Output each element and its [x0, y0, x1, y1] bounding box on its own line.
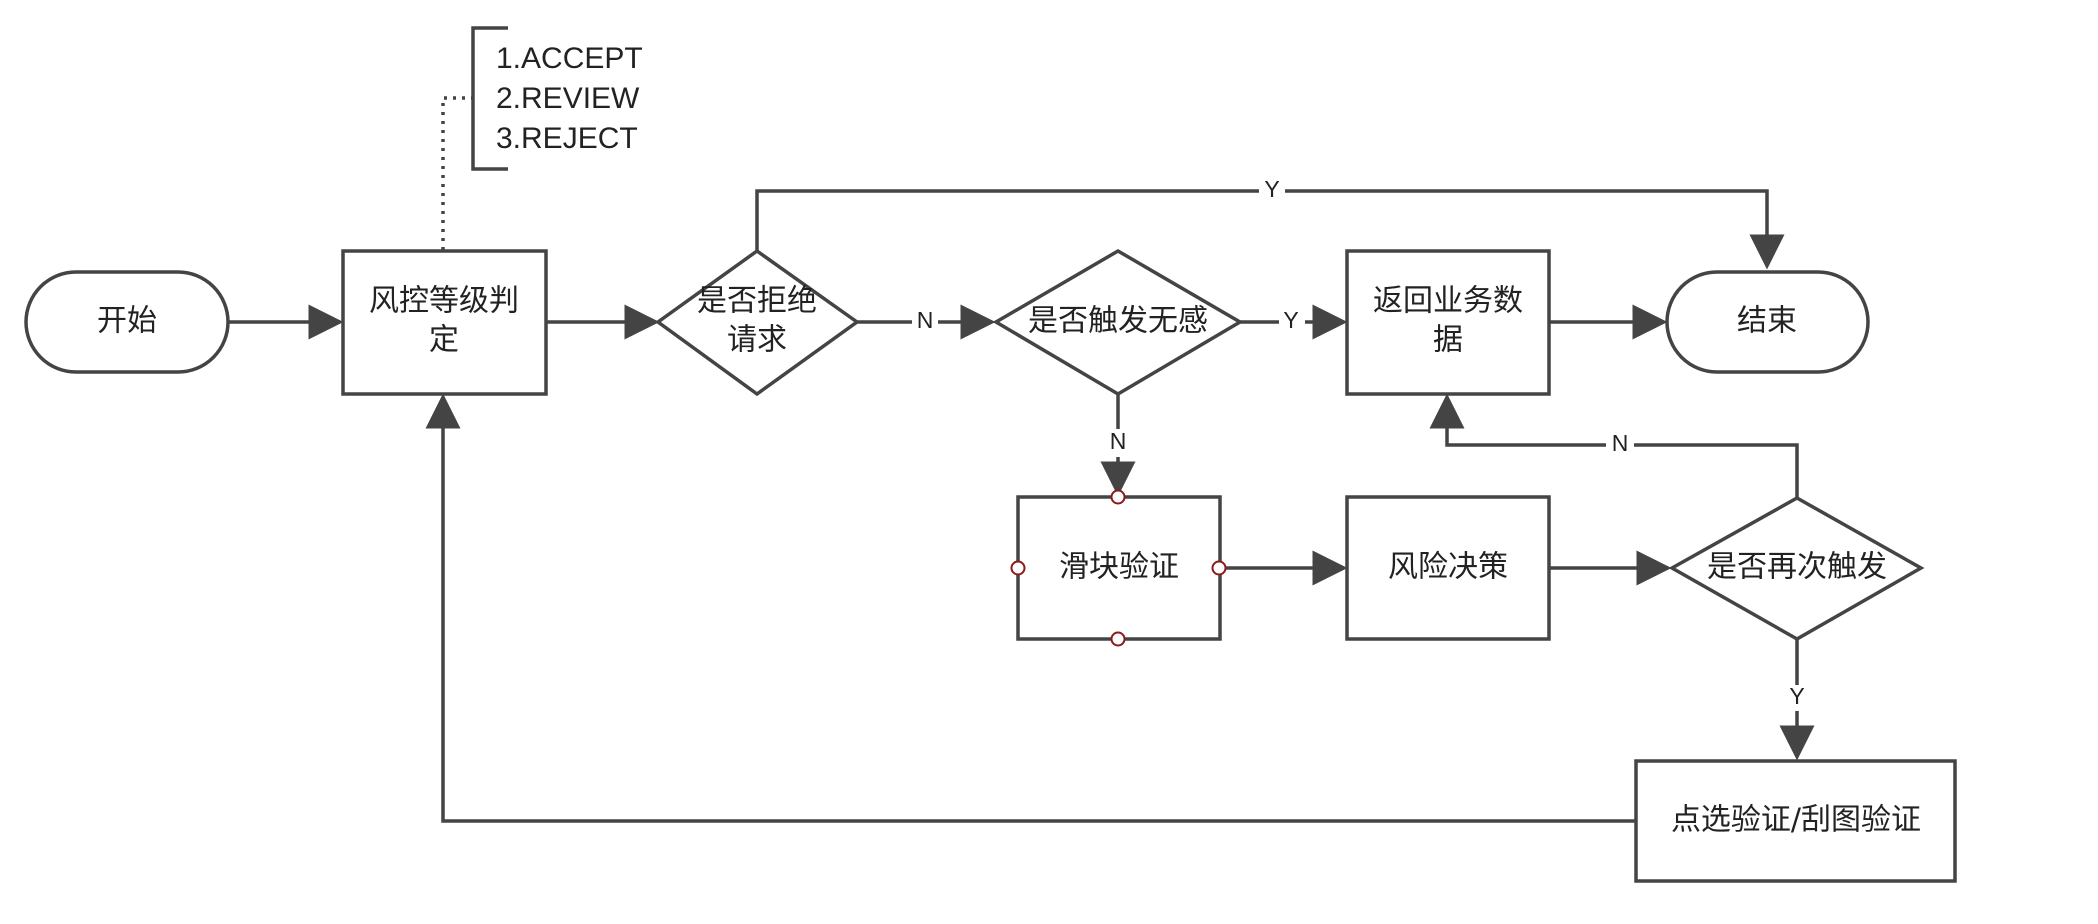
- invisible-check-diamond: [992, 248, 1244, 397]
- edge-labels: Y N Y N N Y: [912, 176, 1810, 711]
- start-label: 开始: [97, 304, 157, 339]
- end-label: 结束: [1737, 304, 1797, 339]
- return-data-label-line2: 据: [1433, 323, 1463, 358]
- risk-decision-label: 风险决策: [1388, 550, 1508, 585]
- edge-click-verify-to-risk-level: [425, 393, 1636, 823]
- edge-label-again-yes: Y: [1789, 683, 1804, 709]
- note-bracket: [471, 26, 508, 171]
- click-verify-box: [1634, 759, 1957, 883]
- connection-handle-left[interactable]: [1010, 560, 1026, 576]
- node-trigger-again[interactable]: 是否再次触发: [1668, 495, 1925, 642]
- node-return-data[interactable]: 返回业务数 据: [1345, 249, 1551, 396]
- edge-label-invisible-no: N: [1110, 428, 1127, 454]
- end-terminal-shape: [1665, 270, 1870, 374]
- reject-check-label-line1: 是否拒绝: [697, 284, 817, 319]
- invisible-check-label: 是否触发无感: [1028, 304, 1208, 339]
- trigger-again-label: 是否再次触发: [1707, 550, 1887, 585]
- risk-level-label-line1: 风控等级判: [369, 284, 519, 319]
- note-item-accept: 1.ACCEPT: [496, 42, 643, 75]
- connection-handle-bottom[interactable]: [1110, 631, 1126, 647]
- edges: [228, 96, 1815, 823]
- edge-label-bg: [1104, 429, 1132, 457]
- edge-label-bg: [1279, 309, 1305, 335]
- edge-label-bg: [1784, 685, 1810, 711]
- connection-handle-right[interactable]: [1211, 560, 1227, 576]
- edge-label-bg: [1606, 432, 1634, 458]
- note-item-review: 2.REVIEW: [496, 82, 640, 115]
- node-click-verify[interactable]: 点选验证/刮图验证: [1634, 759, 1957, 883]
- node-risk-level[interactable]: 风控等级判 定: [341, 249, 548, 396]
- reject-check-diamond: [655, 248, 861, 397]
- node-reject-check[interactable]: 是否拒绝 请求: [655, 248, 861, 397]
- edge-label-bg: [1259, 178, 1285, 204]
- start-terminal-shape: [24, 270, 230, 374]
- note-connector: [441, 96, 473, 250]
- reject-check-label-line2: 请求: [727, 323, 787, 358]
- risk-level-label-line2: 定: [429, 323, 459, 358]
- connection-handle-top[interactable]: [1110, 489, 1126, 505]
- click-verify-label: 点选验证/刮图验证: [1671, 803, 1921, 838]
- return-data-label-line1: 返回业务数: [1373, 284, 1523, 319]
- risk-level-box: [341, 249, 548, 396]
- edge-label-reject-no: N: [917, 307, 934, 333]
- node-end[interactable]: 结束: [1665, 270, 1870, 374]
- annotation-note[interactable]: 1.ACCEPT 2.REVIEW 3.REJECT: [471, 26, 643, 171]
- slider-verify-box: [1016, 495, 1222, 641]
- edge-label-invisible-yes: Y: [1283, 307, 1298, 333]
- edge-label-reject-yes: Y: [1264, 176, 1279, 202]
- note-item-reject: 3.REJECT: [496, 122, 638, 155]
- risk-decision-box: [1345, 495, 1551, 641]
- edge-label-again-no: N: [1612, 430, 1629, 456]
- node-slider-verify[interactable]: 滑块验证: [1010, 489, 1227, 647]
- node-start[interactable]: 开始: [24, 270, 230, 374]
- trigger-again-diamond: [1668, 495, 1925, 642]
- return-data-box: [1345, 249, 1551, 396]
- edge-label-bg: [912, 309, 938, 335]
- node-risk-decision[interactable]: 风险决策: [1345, 495, 1551, 641]
- node-invisible-check[interactable]: 是否触发无感: [992, 248, 1244, 397]
- slider-verify-label: 滑块验证: [1059, 550, 1179, 585]
